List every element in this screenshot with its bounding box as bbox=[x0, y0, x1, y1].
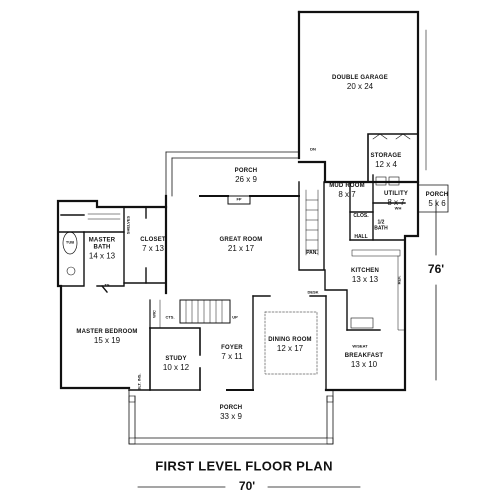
rear-porch-name: PORCH bbox=[234, 167, 258, 174]
side-porch-name: PORCH bbox=[425, 191, 449, 198]
mud-room-name: MUD ROOM bbox=[329, 182, 365, 189]
tub-shape bbox=[62, 231, 78, 255]
study-walls bbox=[128, 327, 201, 391]
kitchen-island bbox=[350, 317, 374, 329]
half-bath-label: 1/2 BATH bbox=[374, 219, 388, 231]
master-bath-name: MASTER BATH bbox=[88, 237, 116, 251]
great-room-label: GREAT ROOM 21 x 17 bbox=[220, 237, 263, 253]
exterior-walls bbox=[56, 160, 420, 392]
dining-room-name: DINING ROOM bbox=[268, 336, 312, 343]
overall-depth: 76' bbox=[427, 262, 445, 277]
master-bedroom-label: MASTER BEDROOM 15 x 19 bbox=[76, 329, 137, 345]
closet-size: 7 x 13 bbox=[142, 243, 164, 253]
fireplace-label: FP bbox=[236, 196, 242, 202]
plan-title: FIRST LEVEL FLOOR PLAN bbox=[155, 458, 333, 474]
foyer-stair bbox=[179, 299, 231, 324]
master-bath-label: MASTER BATH 14 x 13 bbox=[84, 238, 120, 261]
great-room-name: GREAT ROOM bbox=[219, 236, 263, 243]
utility-name: UTILITY bbox=[383, 190, 409, 197]
breakfast-size: 13 x 10 bbox=[350, 359, 378, 369]
closet-name: CLOSET bbox=[140, 236, 166, 243]
vanity-lines bbox=[87, 213, 121, 220]
kitchen-label: KITCHEN 13 x 13 bbox=[351, 268, 379, 284]
ts-label: TS bbox=[104, 282, 110, 288]
master-bedroom-size: 15 x 19 bbox=[93, 335, 121, 345]
closet-label: CLOSET 7 x 13 bbox=[140, 237, 166, 253]
study-size: 10 x 12 bbox=[162, 362, 190, 372]
rear-porch-outline bbox=[165, 151, 300, 197]
toilet-shape bbox=[66, 266, 76, 276]
kitchen-name: KITCHEN bbox=[350, 267, 380, 274]
foyer-label: FOYER 7 x 11 bbox=[221, 345, 243, 361]
study-label: STUDY 10 x 12 bbox=[163, 356, 189, 372]
rear-porch-size: 26 x 9 bbox=[235, 174, 257, 184]
great-room-size: 21 x 17 bbox=[227, 243, 255, 253]
hall-label: HALL bbox=[354, 234, 368, 241]
ref-label: REF. bbox=[396, 275, 402, 285]
dining-room-label: DINING ROOM 12 x 17 bbox=[268, 337, 312, 353]
porch-columns bbox=[128, 395, 334, 445]
dn-label: DN bbox=[310, 146, 316, 152]
kitchen-walls bbox=[324, 269, 381, 331]
storage-walls bbox=[367, 133, 419, 183]
garage-walls bbox=[297, 10, 420, 184]
utility-size: 8 x 7 bbox=[387, 197, 405, 207]
side-porch-label: PORCH 5 x 6 bbox=[426, 192, 449, 208]
front-porch-size: 33 x 9 bbox=[220, 411, 242, 421]
breakfast-name: BREAKFAST bbox=[344, 352, 384, 359]
up-label: UP bbox=[232, 314, 238, 320]
foyer-name: FOYER bbox=[221, 344, 243, 351]
mud-room-size: 8 x 7 bbox=[338, 189, 356, 199]
dining-ceiling-outline bbox=[264, 311, 318, 375]
fireplace-box bbox=[227, 195, 251, 205]
storage-name: STORAGE bbox=[370, 152, 402, 159]
kitchen-counter-top bbox=[351, 249, 401, 257]
front-porch-outline bbox=[128, 389, 334, 445]
wic-label: WIC bbox=[151, 310, 157, 318]
tub-label: TUB bbox=[65, 239, 75, 245]
storage-doors bbox=[372, 133, 411, 140]
front-porch-label: PORCH 33 x 9 bbox=[220, 405, 243, 421]
service-room-walls bbox=[349, 174, 406, 241]
front-porch-name: PORCH bbox=[219, 404, 243, 411]
pantry-label: PAN. bbox=[306, 250, 318, 257]
overall-width: 70' bbox=[238, 479, 256, 494]
study-name: STUDY bbox=[165, 355, 187, 362]
washer-shape bbox=[375, 176, 387, 186]
dryer-shape bbox=[388, 176, 400, 186]
rear-porch-label: PORCH 26 x 9 bbox=[235, 168, 258, 184]
kitchen-counter-right bbox=[397, 255, 406, 331]
cts-label: CTS. bbox=[165, 314, 175, 320]
breakfast-label: BREAKFAST 13 x 10 bbox=[345, 353, 383, 369]
storage-label: STORAGE 12 x 4 bbox=[371, 153, 402, 169]
stair-and-pantry bbox=[298, 181, 325, 271]
storage-size: 12 x 4 bbox=[375, 159, 397, 169]
desk-label: DESK bbox=[307, 289, 319, 295]
side-porch-size: 5 x 6 bbox=[428, 198, 446, 208]
clos-label: CLOS. bbox=[353, 213, 369, 220]
garage-name: DOUBLE GARAGE bbox=[332, 74, 388, 81]
master-bedroom-name: MASTER BEDROOM bbox=[76, 328, 138, 335]
side-porch-outline bbox=[417, 184, 449, 213]
mud-room-label: MUD ROOM 8 x 7 bbox=[329, 183, 365, 199]
utility-label: UTILITY 8 x 7 bbox=[384, 191, 408, 207]
wh-label: WH bbox=[394, 205, 402, 211]
master-bath-size: 14 x 13 bbox=[88, 251, 116, 261]
window-seat-label: W/SEAT bbox=[352, 343, 368, 349]
kitchen-size: 13 x 13 bbox=[351, 274, 379, 284]
shelves-label: SHELVES bbox=[125, 215, 131, 235]
garage-size: 20 x 24 bbox=[346, 81, 374, 91]
garage-label: DOUBLE GARAGE 20 x 24 bbox=[332, 75, 388, 91]
built-ins-label: BLT. INS. bbox=[136, 373, 142, 391]
foyer-size: 7 x 11 bbox=[221, 351, 243, 361]
dining-room-size: 12 x 17 bbox=[276, 343, 304, 353]
